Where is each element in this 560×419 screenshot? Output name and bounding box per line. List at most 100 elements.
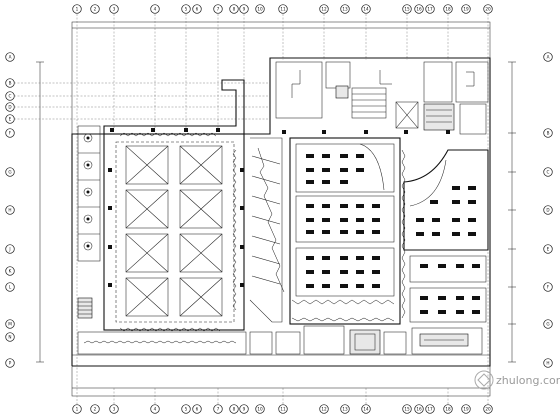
axis-bubble-bottom: 17 [425,404,435,414]
axis-bubble-right: B [543,128,553,138]
svg-text:8: 8 [233,407,236,412]
svg-text:9: 9 [243,407,246,412]
svg-text:18: 18 [445,407,451,412]
svg-text:G: G [8,170,11,175]
axis-grid-lines [14,14,489,404]
axis-bubble-top: 20 [483,4,493,14]
svg-text:2: 2 [94,7,97,12]
axis-bubble-left: E [5,114,15,124]
bottom-corridor [77,325,483,355]
svg-text:C: C [547,170,550,175]
axis-bubble-bottom: 1 [72,404,82,414]
watermark-logo: zhulong.com [474,370,560,390]
svg-text:1: 1 [76,407,79,412]
axis-bubble-top: 1 [72,4,82,14]
svg-text:E: E [547,247,550,252]
building-outline [71,57,491,367]
axis-bubble-bottom: 16 [414,404,424,414]
svg-text:A: A [9,55,12,60]
axis-bubble-bottom: 18 [443,404,453,414]
axis-bubble-bottom: 6 [192,404,202,414]
svg-text:3: 3 [113,7,116,12]
svg-text:20: 20 [485,7,491,12]
svg-text:B: B [547,131,550,136]
svg-text:D: D [8,105,11,110]
axis-bubble-left: N [5,332,15,342]
axis-bubble-top: 5 [181,4,191,14]
axis-bubble-top: 4 [150,4,160,14]
watermark-text: zhulong.com [496,374,560,387]
main-hall [103,128,245,332]
svg-text:15: 15 [404,7,410,12]
axis-bubble-top: 11 [278,4,288,14]
svg-text:H: H [8,208,11,213]
ceiling-panel-grid [125,145,223,317]
axis-bubble-bottom: 13 [340,404,350,414]
svg-text:4: 4 [154,7,157,12]
svg-text:17: 17 [427,7,433,12]
svg-text:D: D [546,208,549,213]
svg-text:10: 10 [257,407,263,412]
axis-bubble-top: 2 [90,4,100,14]
axis-bubble-left: H [5,205,15,215]
axis-bubble-right: F [543,282,553,292]
bottom-axis-bubbles: 1 2 3 4 5 6 7 8 9 10 11 12 13 14 15 16 1… [72,404,493,414]
axis-bubble-top: 10 [255,4,265,14]
right-offices [401,149,489,323]
svg-text:K: K [9,269,12,274]
axis-bubble-left: J [5,244,15,254]
axis-bubble-bottom: 9 [239,404,249,414]
top-axis-bubbles: 1 2 3 4 5 6 7 8 9 10 11 12 13 14 15 16 1… [72,4,493,14]
svg-text:15: 15 [404,407,410,412]
svg-text:14: 14 [363,407,369,412]
axis-bubble-right: C [543,167,553,177]
svg-text:12: 12 [321,7,327,12]
svg-text:12: 12 [321,407,327,412]
svg-text:J: J [8,247,10,252]
diagonal-rooms [249,137,285,323]
svg-text:8: 8 [233,7,236,12]
axis-bubble-top: 16 [414,4,424,14]
svg-text:17: 17 [427,407,433,412]
svg-text:F: F [9,131,12,136]
svg-text:4: 4 [154,407,157,412]
svg-text:10: 10 [257,7,263,12]
left-service-rooms [77,125,101,319]
axis-bubble-left: G [5,167,15,177]
svg-text:M: M [8,322,12,327]
svg-text:11: 11 [280,7,286,12]
axis-bubble-top: 9 [239,4,249,14]
axis-bubble-top: 6 [192,4,202,14]
axis-bubble-left: P [5,358,15,368]
axis-bubble-top: 3 [109,4,119,14]
axis-bubble-bottom: 20 [483,404,493,414]
axis-bubble-top: 19 [461,4,471,14]
svg-text:1: 1 [76,7,79,12]
axis-bubble-top: 13 [340,4,350,14]
axis-bubble-right: E [543,244,553,254]
svg-text:11: 11 [280,407,286,412]
axis-bubble-top: 7 [213,4,223,14]
svg-text:13: 13 [342,407,348,412]
svg-text:7: 7 [217,407,220,412]
right-dimension-ticks [508,132,516,325]
svg-text:E: E [9,117,12,122]
axis-bubble-bottom: 10 [255,404,265,414]
axis-bubble-left: L [5,282,15,292]
axis-bubble-top: 8 [229,4,239,14]
axis-bubble-top: 12 [319,4,329,14]
svg-text:A: A [547,55,550,60]
svg-text:2: 2 [94,407,97,412]
svg-text:P: P [9,361,12,366]
svg-text:18: 18 [445,7,451,12]
axis-bubble-bottom: 3 [109,404,119,414]
svg-text:5: 5 [185,407,188,412]
axis-bubble-left: K [5,266,15,276]
left-axis-bubbles: A B C D E F G H J K L M N P [5,52,15,368]
axis-bubble-top: 18 [443,4,453,14]
axis-bubble-right: H [543,358,553,368]
axis-bubble-right: D [543,205,553,215]
svg-text:9: 9 [243,7,246,12]
axis-bubble-bottom: 4 [150,404,160,414]
